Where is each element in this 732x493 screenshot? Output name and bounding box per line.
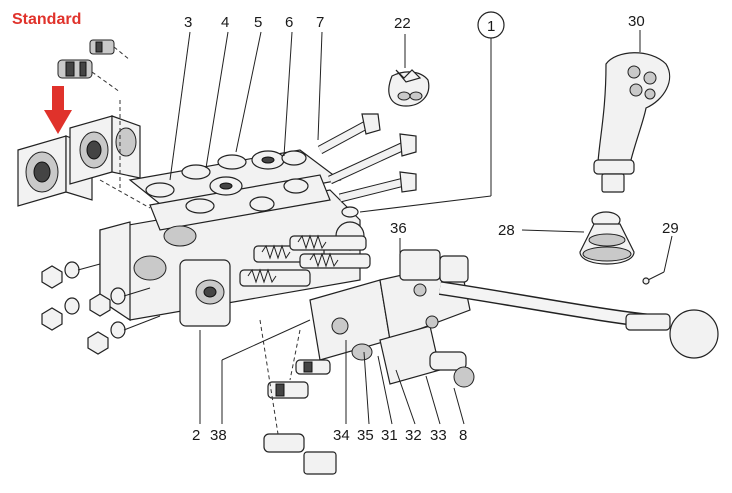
callout-6: 6 (285, 14, 293, 31)
fitting-second (57, 59, 121, 93)
callout-4: 4 (221, 14, 229, 31)
callout-5: 5 (254, 14, 262, 31)
callout-36: 36 (390, 220, 407, 237)
valve-body (99, 149, 365, 327)
callout-35: 35 (357, 427, 374, 444)
control-bracket (309, 249, 475, 388)
callout-2: 2 (192, 427, 200, 444)
callout-1: 1 (487, 18, 495, 35)
callout-32: 32 (405, 427, 422, 444)
control-lever (438, 281, 719, 359)
callout-8: 8 (459, 427, 467, 444)
fitting-top (89, 39, 131, 61)
callout-7: 7 (316, 14, 324, 31)
callout-34: 34 (333, 427, 350, 444)
screw (642, 271, 665, 285)
end-cap-block-back (69, 115, 141, 185)
standard-label: Standard (12, 11, 81, 28)
fastener-bag-icon (388, 69, 430, 107)
leader-lines (169, 30, 673, 425)
callout-29: 29 (662, 220, 679, 237)
joystick-handle (593, 52, 671, 193)
tie-bolts (317, 113, 417, 203)
rubber-boot (579, 211, 635, 265)
callout-22: 22 (394, 15, 411, 32)
callout-31: 31 (381, 427, 398, 444)
down-arrow-icon (44, 86, 72, 134)
spool-springs (239, 234, 371, 287)
callout-30: 30 (628, 13, 645, 30)
callout-33: 33 (430, 427, 447, 444)
lower-fittings (259, 319, 337, 475)
callout-38: 38 (210, 427, 227, 444)
nuts-washers-left (41, 261, 161, 355)
callout-3: 3 (184, 14, 192, 31)
callout-28: 28 (498, 222, 515, 239)
